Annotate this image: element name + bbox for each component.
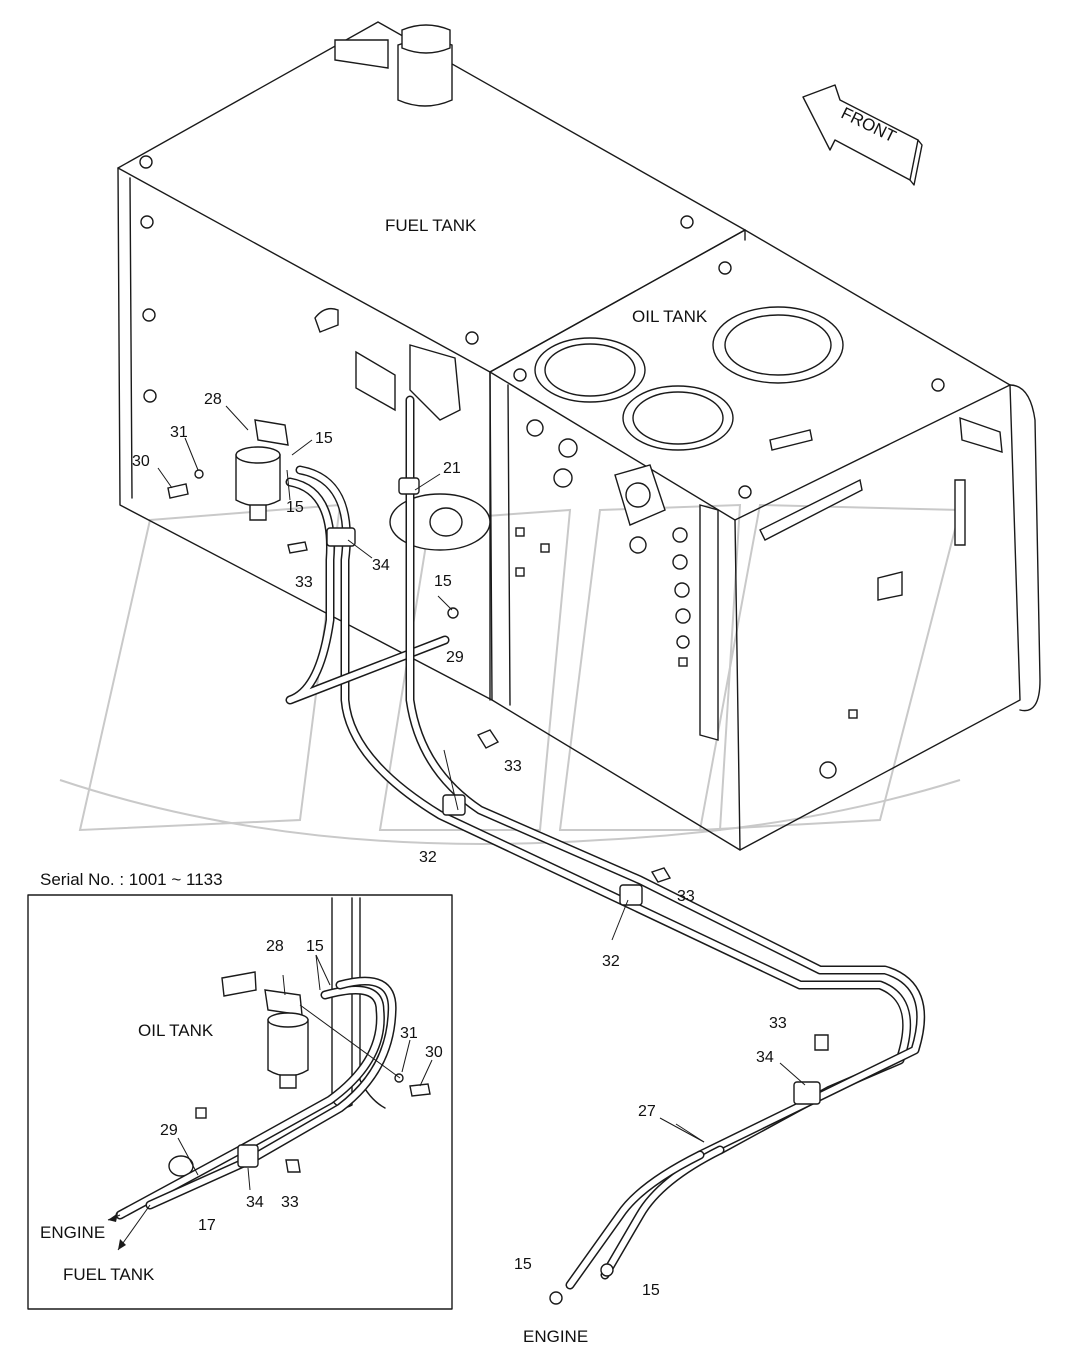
inset-callout-30: 30 bbox=[425, 1044, 443, 1061]
engine-label: ENGINE bbox=[523, 1327, 588, 1346]
inset-callout-28: 28 bbox=[266, 938, 284, 955]
fuel-tank-arrow-icon bbox=[118, 1239, 126, 1250]
callout-15: 15 bbox=[286, 499, 304, 516]
callout-34: 34 bbox=[756, 1049, 774, 1066]
callout-33: 33 bbox=[677, 888, 695, 905]
oil-tank-label: OIL TANK bbox=[632, 307, 708, 326]
callout-31: 31 bbox=[170, 424, 188, 441]
inset-engine-label: ENGINE bbox=[40, 1223, 105, 1242]
inset-callout-33: 33 bbox=[281, 1194, 299, 1211]
fuel-filter bbox=[167, 419, 308, 554]
callout-28: 28 bbox=[204, 391, 222, 408]
callout-27: 27 bbox=[638, 1103, 656, 1120]
callout-32: 32 bbox=[602, 953, 620, 970]
engine-arrow-icon bbox=[108, 1213, 118, 1222]
orex-watermark bbox=[59, 503, 962, 845]
callout-21: 21 bbox=[443, 460, 461, 477]
callout-15: 15 bbox=[642, 1282, 660, 1299]
inset-callout-15: 15 bbox=[306, 938, 324, 955]
callout-30: 30 bbox=[132, 453, 150, 470]
inset-fuel-tank-label: FUEL TANK bbox=[63, 1265, 155, 1284]
front-direction-arrow bbox=[802, 84, 923, 186]
callout-32: 32 bbox=[419, 849, 437, 866]
inset-callout-31: 31 bbox=[400, 1025, 418, 1042]
fuel-tank-label: FUEL TANK bbox=[385, 216, 477, 235]
callout-29: 29 bbox=[446, 649, 464, 666]
callout-15: 15 bbox=[514, 1256, 532, 1273]
callout-33: 33 bbox=[504, 758, 522, 775]
oil-tank bbox=[489, 229, 1041, 851]
inset-callout-29: 29 bbox=[160, 1122, 178, 1139]
callout-15: 15 bbox=[434, 573, 452, 590]
inset-callout-34: 34 bbox=[246, 1194, 264, 1211]
callout-33: 33 bbox=[769, 1015, 787, 1032]
front-label: FRONT bbox=[838, 103, 899, 146]
callout-34: 34 bbox=[372, 557, 390, 574]
inset-callout-17: 17 bbox=[198, 1217, 216, 1234]
leader-lines bbox=[157, 405, 806, 1143]
fuel-pipe-run bbox=[285, 395, 926, 1305]
callout-33: 33 bbox=[295, 574, 313, 591]
inset-oil-tank-label: OIL TANK bbox=[138, 1021, 214, 1040]
fuel-tank bbox=[117, 21, 746, 701]
serial-variant-inset bbox=[27, 894, 453, 1310]
callout-15: 15 bbox=[315, 430, 333, 447]
serial-number-caption: Serial No. : 1001 ~ 1133 bbox=[40, 870, 223, 889]
